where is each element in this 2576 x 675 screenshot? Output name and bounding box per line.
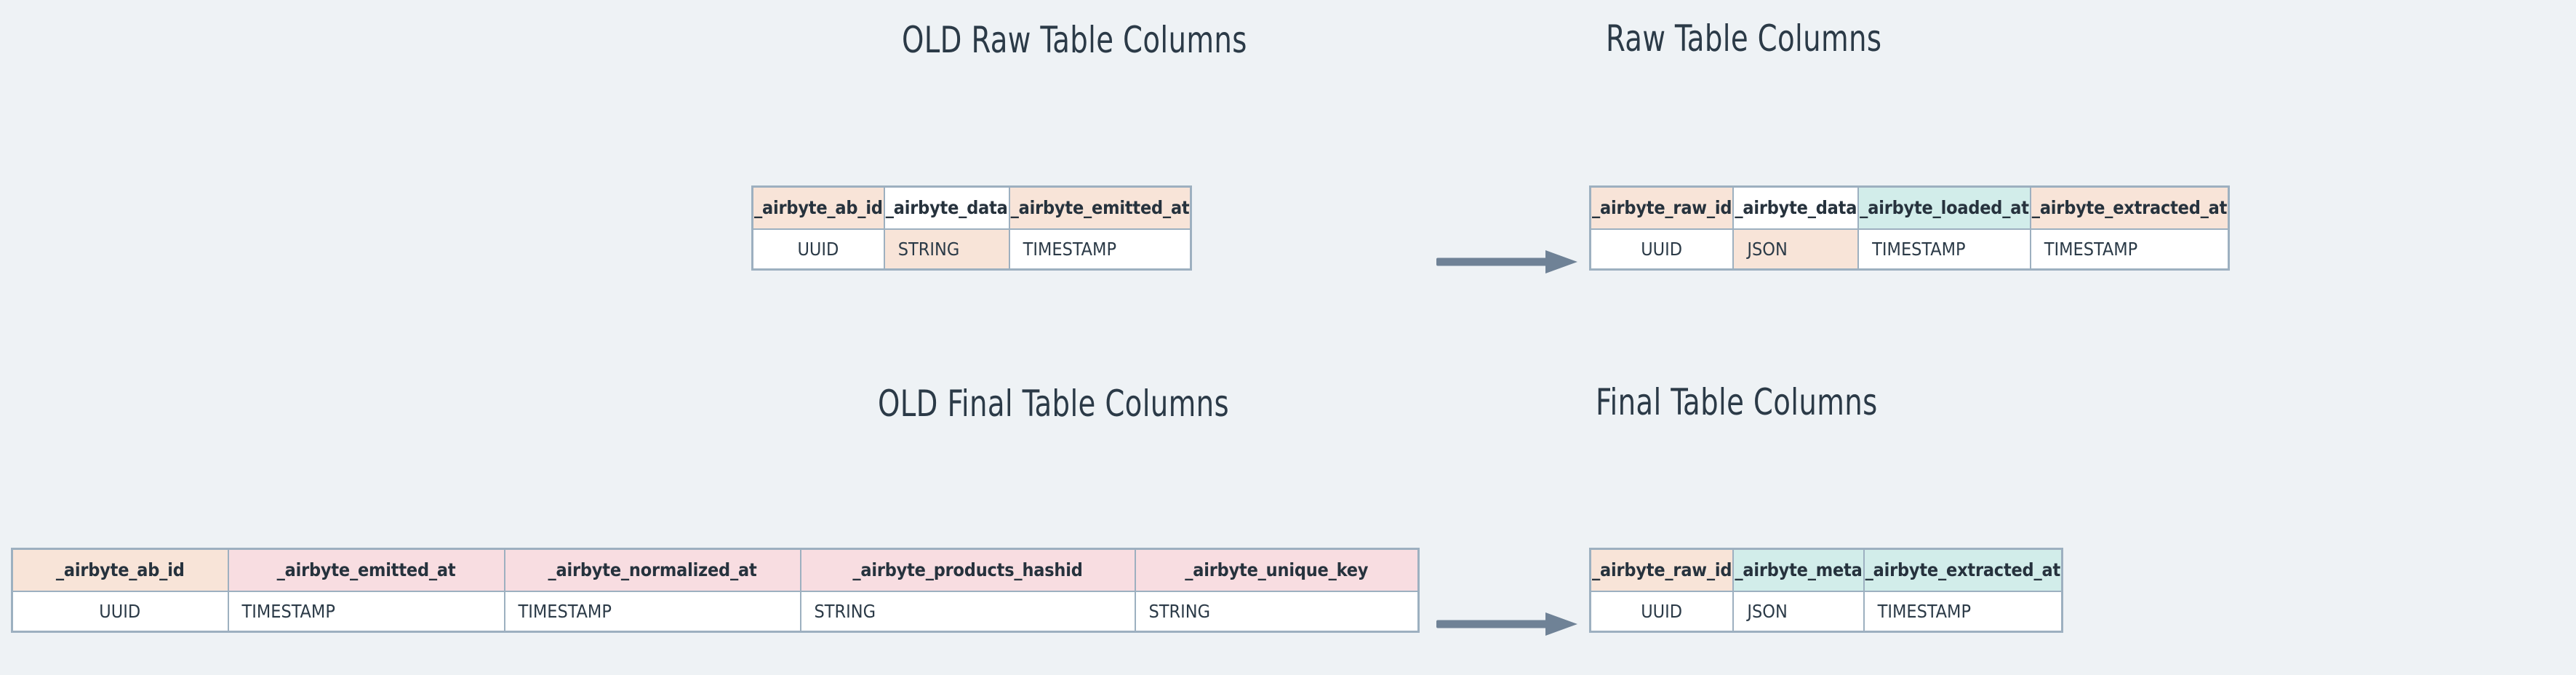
table-old-final-columns: _airbyte_ab_id_airbyte_emitted_at_airbyt…: [11, 548, 1420, 633]
column-type-airbyte-ab-id: UUID: [11, 590, 229, 633]
column-type-airbyte-ab-id: UUID: [751, 228, 885, 271]
column-header-airbyte-raw-id: _airbyte_raw_id: [1589, 185, 1735, 230]
table-old-raw-columns: _airbyte_ab_id_airbyte_data_airbyte_emit…: [751, 185, 1193, 271]
table-header-row: _airbyte_ab_id_airbyte_emitted_at_airbyt…: [11, 548, 1420, 592]
column-header-airbyte-data: _airbyte_data: [883, 185, 1010, 230]
title-raw-table-columns: Raw Table Columns: [1606, 17, 1882, 60]
column-header-airbyte-extracted-at: _airbyte_extracted_at: [2029, 185, 2230, 230]
table-raw-columns: _airbyte_raw_id_airbyte_data_airbyte_loa…: [1589, 185, 2231, 271]
column-header-airbyte-raw-id: _airbyte_raw_id: [1589, 548, 1735, 592]
column-type-airbyte-meta: JSON: [1732, 590, 1865, 633]
column-type-airbyte-extracted-at: TIMESTAMP: [1863, 590, 2063, 633]
table-header-row: _airbyte_raw_id_airbyte_data_airbyte_loa…: [1589, 185, 2230, 230]
column-header-airbyte-data: _airbyte_data: [1732, 185, 1860, 230]
column-type-airbyte-unique-key: STRING: [1134, 590, 1420, 633]
column-header-airbyte-normalized-at: _airbyte_normalized_at: [503, 548, 801, 592]
column-header-airbyte-emitted-at: _airbyte_emitted_at: [1008, 185, 1192, 230]
column-header-airbyte-loaded-at: _airbyte_loaded_at: [1857, 185, 2031, 230]
column-type-airbyte-raw-id: UUID: [1589, 228, 1735, 271]
title-old-raw-table-columns: OLD Raw Table Columns: [902, 19, 1247, 61]
column-type-airbyte-normalized-at: TIMESTAMP: [503, 590, 801, 633]
column-header-airbyte-meta: _airbyte_meta: [1732, 548, 1865, 592]
raw-migration-arrow: [1436, 247, 1582, 276]
column-header-airbyte-extracted-at: _airbyte_extracted_at: [1863, 548, 2063, 592]
column-header-airbyte-unique-key: _airbyte_unique_key: [1134, 548, 1420, 592]
title-old-final-table-columns: OLD Final Table Columns: [878, 383, 1230, 425]
column-header-airbyte-emitted-at: _airbyte_emitted_at: [227, 548, 505, 592]
column-type-airbyte-loaded-at: TIMESTAMP: [1857, 228, 2031, 271]
table-header-row: _airbyte_ab_id_airbyte_data_airbyte_emit…: [751, 185, 1192, 230]
column-type-airbyte-data: STRING: [883, 228, 1010, 271]
column-header-airbyte-ab-id: _airbyte_ab_id: [11, 548, 229, 592]
table-header-row: _airbyte_raw_id_airbyte_meta_airbyte_ext…: [1589, 548, 2063, 592]
final-migration-arrow: [1436, 610, 1582, 639]
title-final-table-columns: Final Table Columns: [1596, 381, 1878, 423]
column-type-airbyte-raw-id: UUID: [1589, 590, 1735, 633]
column-type-airbyte-products-hashid: STRING: [799, 590, 1136, 633]
column-type-airbyte-emitted-at: TIMESTAMP: [1008, 228, 1192, 271]
column-type-airbyte-emitted-at: TIMESTAMP: [227, 590, 505, 633]
column-type-airbyte-extracted-at: TIMESTAMP: [2029, 228, 2230, 271]
column-header-airbyte-products-hashid: _airbyte_products_hashid: [799, 548, 1136, 592]
table-final-columns: _airbyte_raw_id_airbyte_meta_airbyte_ext…: [1589, 548, 2064, 633]
column-type-airbyte-data: JSON: [1732, 228, 1860, 271]
column-header-airbyte-ab-id: _airbyte_ab_id: [751, 185, 885, 230]
